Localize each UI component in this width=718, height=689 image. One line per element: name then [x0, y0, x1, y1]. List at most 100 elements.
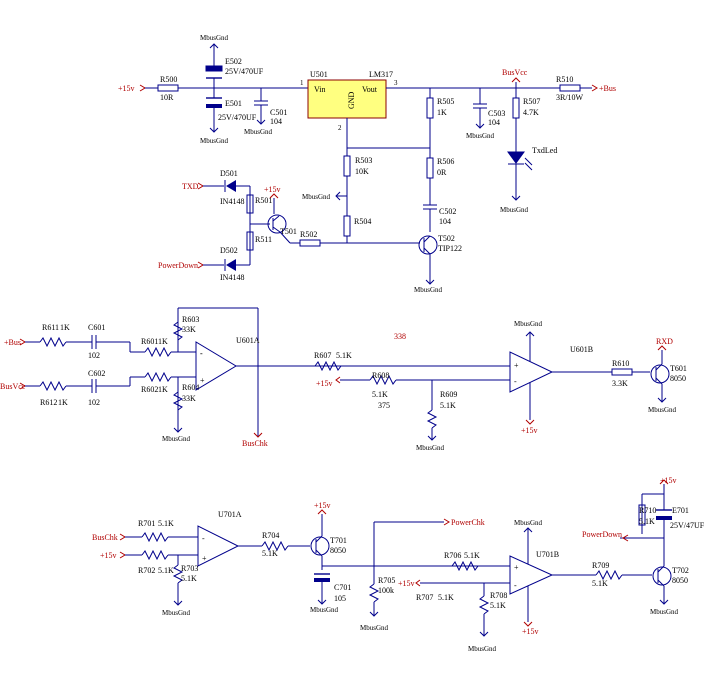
svg-text:IN4148: IN4148 — [220, 273, 244, 282]
svg-text:U701A: U701A — [218, 510, 242, 519]
svg-text:R611: R611 — [42, 323, 59, 332]
svg-text:375: 375 — [378, 401, 390, 410]
resistor-r607: R607 5.1K — [314, 351, 352, 372]
svg-text:-: - — [200, 349, 203, 358]
svg-text:25V/47UF: 25V/47UF — [670, 521, 705, 530]
svg-text:+15v: +15v — [118, 84, 135, 93]
svg-text:-: - — [514, 581, 517, 590]
svg-text:100k: 100k — [378, 586, 394, 595]
svg-text:E502: E502 — [225, 57, 242, 66]
opamp-u601b: + - U601B — [509, 345, 593, 393]
supply-plus15v: +15v — [100, 551, 126, 560]
svg-text:25V/470UF: 25V/470UF — [218, 113, 257, 122]
resistor-r502: R502 — [299, 230, 321, 247]
svg-text:TIP122: TIP122 — [438, 244, 462, 253]
ground-mbusgnd: MbusGnd — [200, 34, 229, 49]
svg-text:PowerDown: PowerDown — [158, 261, 198, 270]
resistor-r608: R608 5.1K 375 — [369, 371, 397, 410]
resistor-r702: R702 5.1K — [138, 549, 174, 575]
resistor-r701: R701 5.1K — [138, 519, 174, 543]
svg-text:R708: R708 — [490, 591, 507, 600]
svg-text:5.1K: 5.1K — [262, 549, 278, 558]
svg-text:+: + — [514, 361, 519, 370]
svg-text:5.1K: 5.1K — [592, 579, 608, 588]
resistor-r501: R501 — [246, 194, 272, 214]
svg-text:0R: 0R — [437, 168, 447, 177]
svg-text:R706: R706 — [444, 551, 461, 560]
svg-text:5.1K: 5.1K — [181, 574, 197, 583]
net-buschk: BusChk — [242, 432, 268, 448]
svg-text:+15v: +15v — [521, 426, 538, 435]
resistor-r602: R602 1K — [141, 371, 172, 394]
diode-d502: D502 IN4148 — [220, 246, 244, 282]
led-txdled: TxdLed — [507, 146, 557, 171]
svg-text:3R/10W: 3R/10W — [556, 93, 584, 102]
svg-text:T502: T502 — [438, 234, 455, 243]
svg-text:R705: R705 — [378, 576, 395, 585]
svg-text:+15v: +15v — [316, 379, 333, 388]
svg-text:R604: R604 — [182, 383, 199, 392]
svg-text:1: 1 — [300, 79, 304, 87]
supply-plus15v: +15v — [398, 579, 421, 588]
svg-text:1K: 1K — [158, 385, 168, 394]
resistor-r507: R507 4.7K — [512, 97, 540, 119]
ground-mbusgnd: MbusGnd — [650, 599, 679, 616]
svg-text:102: 102 — [88, 351, 100, 360]
transistor-t601: T601 8050 — [650, 363, 687, 385]
svg-text:3.3K: 3.3K — [612, 379, 628, 388]
svg-text:U601A: U601A — [236, 336, 260, 345]
resistor-r504: R504 — [343, 215, 371, 237]
svg-text:R507: R507 — [523, 97, 540, 106]
svg-text:+15v: +15v — [398, 579, 415, 588]
svg-text:+15v: +15v — [314, 501, 331, 510]
svg-text:MbusGnd: MbusGnd — [162, 435, 191, 443]
svg-text:MbusGnd: MbusGnd — [648, 406, 677, 414]
svg-text:5.1K: 5.1K — [639, 517, 655, 526]
svg-text:8050: 8050 — [330, 546, 346, 555]
ground-mbusgnd: MbusGnd — [500, 195, 529, 214]
net-powerdown: PowerDown — [158, 261, 204, 270]
svg-text:-: - — [202, 534, 205, 543]
svg-text:33K: 33K — [182, 325, 196, 334]
svg-text:R511: R511 — [255, 235, 272, 244]
resistor-r609: R609 5.1K — [426, 390, 457, 429]
ground-mbusgnd: MbusGnd — [514, 320, 543, 337]
input-plus-bus: +Bus — [4, 338, 26, 347]
svg-text:10R: 10R — [160, 93, 174, 102]
svg-text:R602: R602 — [141, 385, 158, 394]
resistor-r709: R709 5.1K — [592, 561, 623, 588]
capacitor-e502: E502 25V/470UF — [205, 57, 264, 79]
transistor-t701: T701 8050 — [310, 535, 347, 557]
svg-text:8050: 8050 — [670, 374, 686, 383]
svg-text:+Bus: +Bus — [4, 338, 21, 347]
svg-text:R701: R701 — [138, 519, 155, 528]
svg-text:104: 104 — [270, 117, 282, 126]
svg-text:8050: 8050 — [672, 576, 688, 585]
net-busvcc: BusVcc — [502, 68, 528, 83]
svg-text:MbusGnd: MbusGnd — [416, 444, 445, 452]
net-txd: TXD — [182, 182, 204, 191]
ground-mbusgnd: MbusGnd — [244, 119, 273, 136]
svg-text:105: 105 — [334, 594, 346, 603]
svg-text:+: + — [202, 554, 207, 563]
svg-text:+: + — [514, 563, 519, 572]
capacitor-c503: C503 104 — [473, 103, 505, 127]
svg-text:D501: D501 — [220, 169, 238, 178]
svg-text:MbusGnd: MbusGnd — [414, 286, 443, 294]
regulator-u501: U501 LM317 Vin Vout GND 2 3 — [307, 70, 398, 132]
svg-text:5.1K: 5.1K — [336, 351, 352, 360]
ground-mbusgnd: MbusGnd — [162, 600, 191, 617]
svg-text:1K: 1K — [60, 323, 70, 332]
svg-text:102: 102 — [88, 398, 100, 407]
svg-text:R704: R704 — [262, 531, 279, 540]
svg-text:MbusGnd: MbusGnd — [514, 519, 543, 527]
svg-text:2: 2 — [338, 124, 342, 132]
svg-text:5.1K: 5.1K — [440, 401, 456, 410]
ground-mbusgnd: MbusGnd — [310, 599, 339, 614]
svg-text:1K: 1K — [437, 108, 447, 117]
svg-text:MbusGnd: MbusGnd — [162, 609, 191, 617]
svg-text:R702: R702 — [138, 566, 155, 575]
svg-text:T702: T702 — [672, 566, 689, 575]
supply-plus15v: +15v — [659, 476, 677, 485]
resistor-r710: R710 5.1K — [638, 504, 656, 526]
